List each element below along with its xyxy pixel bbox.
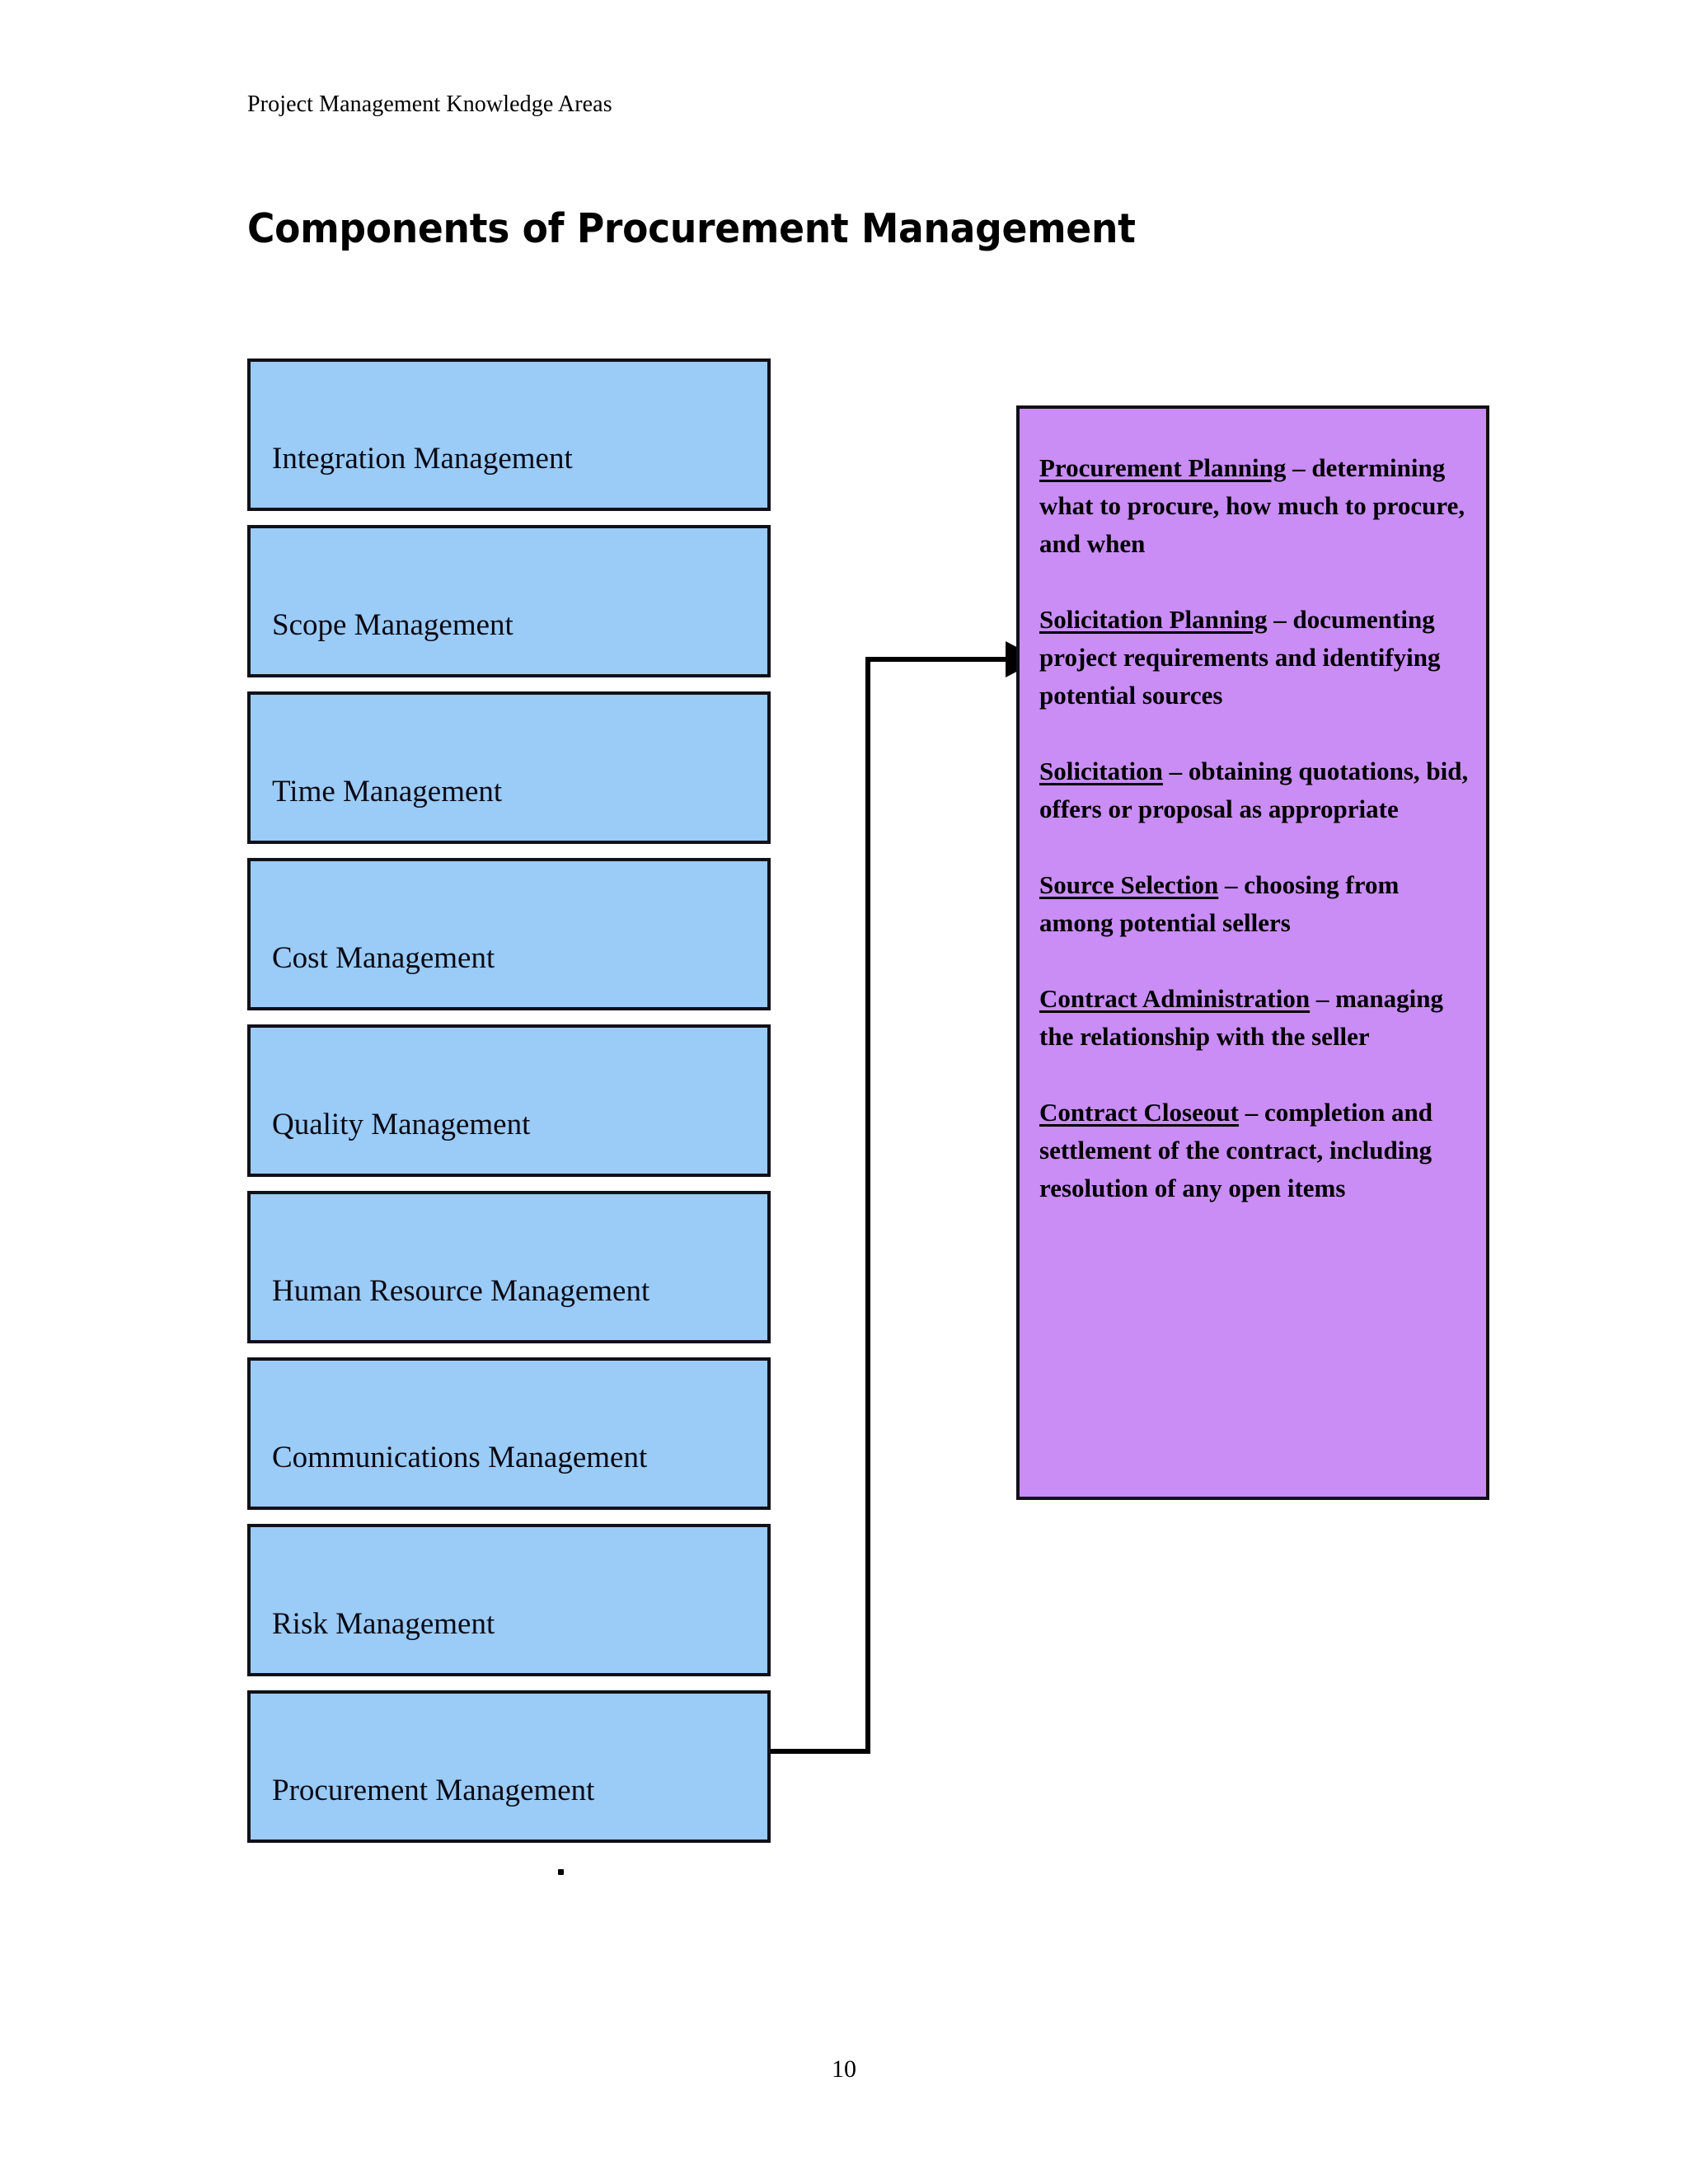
procurement-process-description: managing the relationship with the selle… [1039, 984, 1443, 1051]
procurement-process-dash: – [1267, 605, 1293, 634]
knowledge-area-box[interactable]: Communications Management [247, 1357, 771, 1510]
knowledge-area-label: Human Resource Management [272, 1274, 650, 1308]
knowledge-area-box[interactable]: Cost Management [247, 858, 771, 1010]
knowledge-area-label: Integration Management [272, 442, 573, 476]
procurement-process-item: Solicitation Planning – documenting proj… [1039, 601, 1475, 715]
procurement-process-term: Procurement Planning [1039, 453, 1287, 482]
knowledge-area-label: Procurement Management [272, 1774, 595, 1807]
procurement-process-term: Contract Closeout [1039, 1098, 1239, 1127]
detail-panel-body: Procurement Planning – determining what … [1039, 449, 1475, 1207]
procurement-process-dash: – [1286, 453, 1312, 482]
procurement-process-item: Procurement Planning – determining what … [1039, 449, 1475, 563]
knowledge-area-label: Communications Management [272, 1441, 648, 1474]
knowledge-area-box[interactable]: Scope Management [247, 525, 771, 677]
running-header: Project Management Knowledge Areas [247, 91, 612, 117]
knowledge-area-box[interactable]: Human Resource Management [247, 1191, 771, 1343]
procurement-process-term: Source Selection [1039, 870, 1219, 899]
knowledge-area-label: Time Management [272, 775, 503, 808]
procurement-process-dash: – [1238, 1098, 1264, 1127]
knowledge-area-box[interactable]: Risk Management [247, 1524, 771, 1676]
procurement-process-term: Solicitation [1039, 757, 1163, 785]
knowledge-area-label: Cost Management [272, 941, 495, 975]
knowledge-area-box[interactable]: Time Management [247, 691, 771, 844]
procurement-process-description: obtaining quotations, bid, offers or pro… [1039, 757, 1469, 823]
procurement-process-item: Contract Administration – managing the r… [1039, 980, 1475, 1056]
procurement-process-term: Solicitation Planning [1039, 605, 1268, 634]
procurement-process-description: determining what to procure, how much to… [1039, 453, 1465, 558]
knowledge-area-box[interactable]: Integration Management [247, 359, 771, 511]
knowledge-area-box[interactable]: Quality Management [247, 1024, 771, 1177]
procurement-process-dash: – [1310, 984, 1336, 1013]
procurement-process-dash: – [1162, 757, 1189, 785]
procurement-process-term: Contract Administration [1039, 984, 1311, 1013]
page-number: 10 [832, 2055, 856, 2083]
page-title: Components of Procurement Management [247, 205, 1136, 252]
knowledge-area-label: Risk Management [272, 1607, 495, 1641]
procurement-detail-panel: Procurement Planning – determining what … [1016, 405, 1489, 1500]
procurement-process-item: Solicitation – obtaining quotations, bid… [1039, 752, 1475, 828]
knowledge-area-box[interactable]: Procurement Management [247, 1690, 771, 1843]
knowledge-area-label: Quality Management [272, 1108, 531, 1141]
procurement-process-description: documenting project requirements and ide… [1039, 605, 1441, 710]
knowledge-area-label: Scope Management [272, 608, 513, 642]
procurement-process-dash: – [1218, 870, 1245, 899]
procurement-process-description: completion and settlement of the contrac… [1039, 1098, 1433, 1202]
procurement-process-item: Contract Closeout – completion and settl… [1039, 1094, 1475, 1207]
procurement-process-item: Source Selection – choosing from among p… [1039, 866, 1475, 942]
procurement-process-description: choosing from among potential sellers [1039, 870, 1400, 937]
stray-period-mark [558, 1869, 564, 1875]
